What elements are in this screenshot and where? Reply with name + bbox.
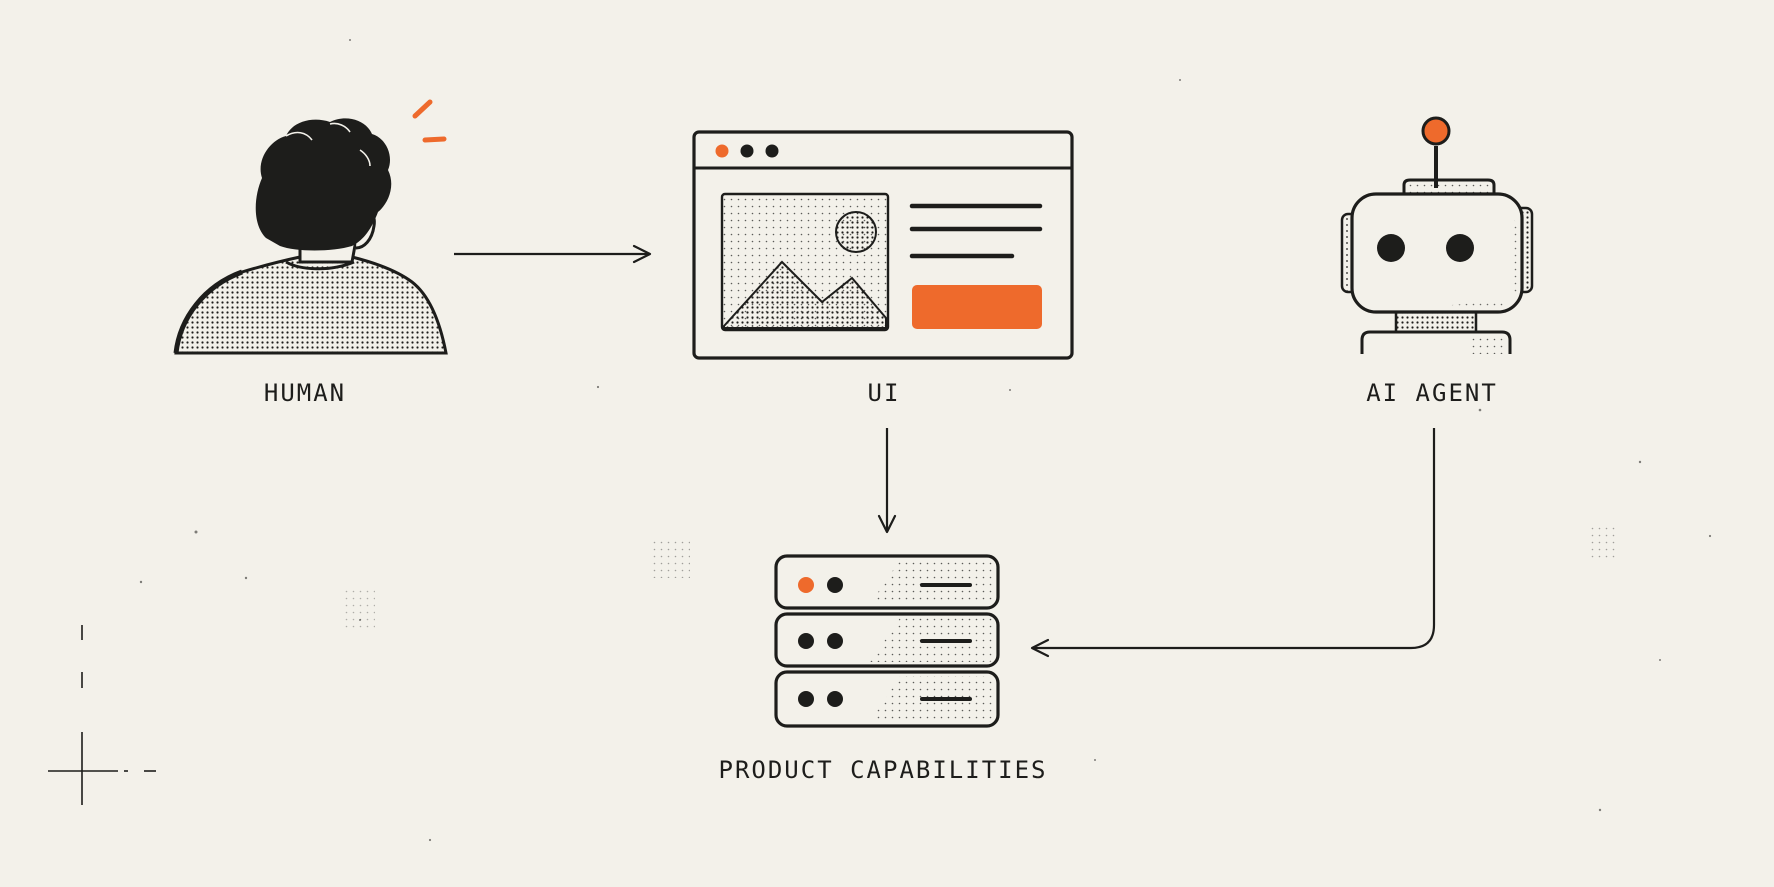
cta-block <box>912 285 1042 329</box>
image-placeholder-icon <box>720 192 890 332</box>
server-unit <box>774 612 1000 668</box>
window-dot <box>740 144 754 158</box>
server-unit <box>774 670 1000 728</box>
robot-illustration <box>1340 116 1534 354</box>
crosshair-decoration <box>48 625 156 805</box>
server-unit <box>774 554 1000 610</box>
human-illustration <box>173 99 448 355</box>
node-label-product-capabilities: PRODUCT CAPABILITIES <box>718 756 1048 784</box>
window-dot-orange <box>715 144 729 158</box>
alert-marks-icon <box>412 99 447 143</box>
server-stack-illustration <box>774 554 1000 728</box>
window-dot <box>765 144 779 158</box>
node-label-ai-agent: AI AGENT <box>1366 379 1498 407</box>
edge-agent-to-capabilities <box>1030 428 1436 658</box>
ui-window-illustration <box>692 130 1074 360</box>
node-label-ui: UI <box>867 379 901 407</box>
noise-clusters <box>345 525 1616 630</box>
antenna-bulb <box>1421 116 1451 146</box>
node-label-human: HUMAN <box>263 379 347 407</box>
